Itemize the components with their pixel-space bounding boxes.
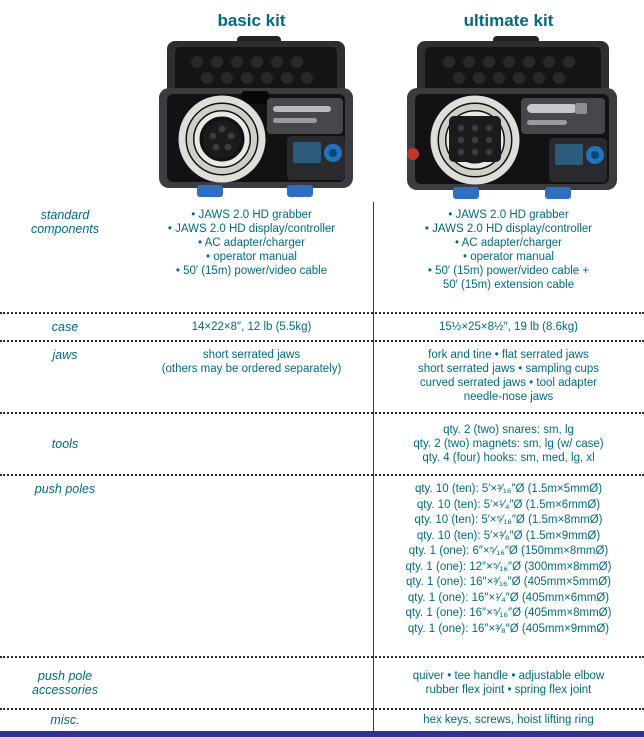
row-label-misc: misc. bbox=[0, 710, 130, 730]
footer-accent-bar bbox=[0, 731, 644, 737]
list-item: fork and tine • flat serrated jaws bbox=[428, 349, 589, 361]
ultimate-standard-components: • JAWS 2.0 HD grabber • JAWS 2.0 HD disp… bbox=[373, 202, 644, 312]
photo-spacer bbox=[0, 34, 130, 202]
basic-kit-title: basic kit bbox=[217, 11, 286, 30]
row-label-jaws: jaws bbox=[0, 342, 130, 412]
row-misc: misc. hex keys, screws, hoist lifting ri… bbox=[0, 710, 644, 730]
list-item: qty. 10 (ten): 5′×⁵⁄₁₆″Ø (1.5m×8mmØ) bbox=[414, 514, 603, 526]
list-item: hex keys, screws, hoist lifting ring bbox=[423, 714, 594, 726]
row-label-case: case bbox=[0, 314, 130, 340]
list-item: rubber flex joint • spring flex joint bbox=[425, 684, 592, 696]
list-item: • 50′ (15m) power/video cable bbox=[175, 265, 328, 277]
ultimate-push-pole-accessories: quiver • tee handle • adjustable elbow r… bbox=[373, 658, 644, 708]
basic-tools bbox=[130, 414, 373, 474]
ultimate-misc: hex keys, screws, hoist lifting ring bbox=[373, 710, 644, 730]
list-item: (others may be ordered separately) bbox=[161, 363, 342, 375]
list-item: • operator manual bbox=[463, 251, 554, 263]
ultimate-case: 15½×25×8½″, 19 lb (8.6kg) bbox=[373, 314, 644, 340]
photo-row bbox=[0, 34, 644, 202]
ultimate-kit-photo bbox=[373, 34, 644, 202]
row-label-standard-components: standard components bbox=[0, 202, 130, 312]
row-label-text: misc. bbox=[50, 713, 80, 727]
list-item: qty. 1 (one): 6″×⁵⁄₁₆″Ø (150mm×8mmØ) bbox=[408, 545, 609, 557]
ultimate-kit-case-illustration bbox=[406, 36, 617, 199]
list-item: qty. 1 (one): 16″×³⁄₈″Ø (405mm×9mmØ) bbox=[407, 622, 610, 635]
row-label-push-pole-accessories: push pole accessories bbox=[0, 658, 130, 708]
list-item: • operator manual bbox=[206, 251, 297, 263]
list-item: qty. 10 (ten): 5′×³⁄₁₆″Ø (1.5m×5mmØ) bbox=[414, 483, 603, 495]
list-item: qty. 4 (four) hooks: sm, med, lg, xl bbox=[422, 452, 595, 464]
row-label-tools: tools bbox=[0, 414, 130, 474]
list-item: • 50′ (15m) power/video cable + bbox=[427, 265, 590, 277]
list-item: • AC adapter/charger bbox=[455, 237, 562, 249]
list-item: short serrated jaws • sampling cups bbox=[417, 363, 600, 375]
list-item: needle-nose jaws bbox=[463, 391, 554, 403]
header-row: basic kit ultimate kit bbox=[0, 0, 644, 34]
list-item: • JAWS 2.0 HD display/controller bbox=[424, 223, 593, 235]
list-item: • JAWS 2.0 HD grabber bbox=[448, 209, 569, 221]
basic-standard-components: • JAWS 2.0 HD grabber • JAWS 2.0 HD disp… bbox=[130, 202, 373, 312]
ultimate-kit-title: ultimate kit bbox=[463, 11, 554, 30]
ultimate-jaws: fork and tine • flat serrated jaws short… bbox=[373, 342, 644, 412]
basic-kit-case-illustration bbox=[158, 36, 353, 197]
basic-misc bbox=[130, 710, 373, 730]
list-item: qty. 2 (two) snares: sm, lg bbox=[443, 424, 574, 436]
list-item: qty. 1 (one): 12″×⁵⁄₁₆″Ø (300mm×8mmØ) bbox=[405, 560, 612, 573]
ultimate-tools: qty. 2 (two) snares: sm, lg qty. 2 (two)… bbox=[373, 414, 644, 474]
row-label-text: push poles bbox=[34, 482, 96, 496]
list-item: 14×22×8″, 12 lb (5.5kg) bbox=[191, 321, 312, 333]
row-label-text: jaws bbox=[52, 348, 78, 362]
list-item: quiver • tee handle • adjustable elbow bbox=[412, 670, 605, 682]
row-label-text: case bbox=[51, 320, 79, 334]
list-item: 15½×25×8½″, 19 lb (8.6kg) bbox=[439, 321, 578, 333]
basic-push-pole-accessories bbox=[130, 658, 373, 708]
basic-push-poles bbox=[130, 476, 373, 656]
column-separator-line bbox=[373, 202, 374, 732]
list-item: qty. 1 (one): 16″×⁵⁄₁₆″Ø (405mm×8mmØ) bbox=[405, 607, 612, 619]
basic-jaws: short serrated jaws (others may be order… bbox=[130, 342, 373, 412]
list-item: qty. 10 (ten): 5′×³⁄₈″Ø (1.5m×9mmØ) bbox=[416, 529, 601, 542]
list-item: • AC adapter/charger bbox=[198, 237, 305, 249]
list-item: curved serrated jaws • tool adapter bbox=[419, 377, 598, 389]
row-tools: tools qty. 2 (two) snares: sm, lg qty. 2… bbox=[0, 414, 644, 476]
list-item: qty. 2 (two) magnets: sm, lg (w/ case) bbox=[413, 438, 604, 450]
row-jaws: jaws short serrated jaws (others may be … bbox=[0, 342, 644, 414]
list-item: qty. 1 (one): 16″×¹⁄₄″Ø (405mm×6mmØ) bbox=[407, 591, 610, 604]
list-item: short serrated jaws bbox=[202, 349, 301, 361]
list-item: qty. 1 (one): 16″×³⁄₁₆″Ø (405mm×5mmØ) bbox=[406, 576, 611, 588]
row-label-text: push pole accessories bbox=[32, 669, 98, 697]
basic-case: 14×22×8″, 12 lb (5.5kg) bbox=[130, 314, 373, 340]
basic-kit-photo bbox=[130, 34, 373, 202]
row-label-text: tools bbox=[51, 437, 79, 451]
row-push-pole-accessories: push pole accessories quiver • tee handl… bbox=[0, 658, 644, 710]
row-standard-components: standard components • JAWS 2.0 HD grabbe… bbox=[0, 202, 644, 314]
row-push-poles: push poles qty. 10 (ten): 5′×³⁄₁₆″Ø (1.5… bbox=[0, 476, 644, 658]
row-label-text: standard components bbox=[30, 208, 100, 236]
row-case: case 14×22×8″, 12 lb (5.5kg) 15½×25×8½″,… bbox=[0, 314, 644, 342]
row-label-push-poles: push poles bbox=[0, 476, 130, 656]
list-item: • JAWS 2.0 HD display/controller bbox=[167, 223, 336, 235]
ultimate-push-poles: qty. 10 (ten): 5′×³⁄₁₆″Ø (1.5m×5mmØ) qty… bbox=[373, 476, 644, 656]
list-item: 50′ (15m) extension cable bbox=[442, 279, 575, 291]
list-item: • JAWS 2.0 HD grabber bbox=[191, 209, 312, 221]
list-item: qty. 10 (ten): 5′×¹⁄₄″Ø (1.5m×6mmØ) bbox=[416, 498, 601, 511]
